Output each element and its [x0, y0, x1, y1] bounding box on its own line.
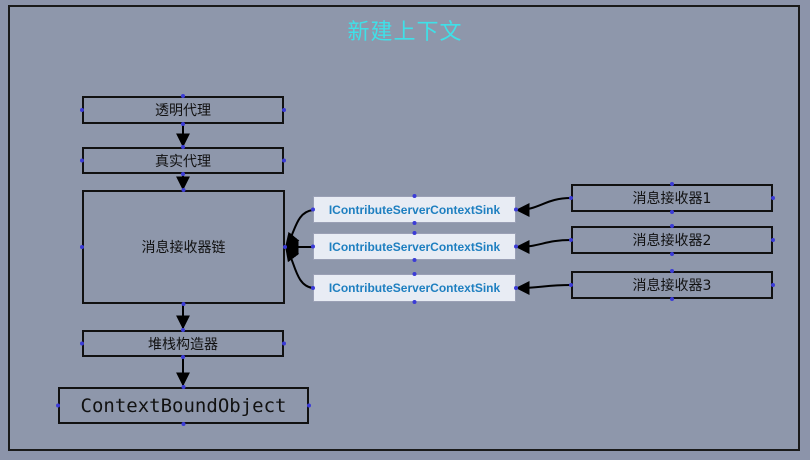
arrow-interface3-to-chain: [285, 246, 314, 289]
real-proxy-node[interactable]: 真实代理: [82, 147, 284, 174]
arrow-sink3-to-interface3: [515, 280, 572, 295]
message-sink-node-2[interactable]: 消息接收器2: [571, 226, 773, 254]
stack-builder-node[interactable]: 堆栈构造器: [82, 330, 284, 357]
diagram-title: 新建上下文: [347, 20, 463, 45]
arrow-sink1-to-interface1: [515, 197, 572, 217]
context-bound-object-node[interactable]: ContextBoundObject: [58, 387, 309, 424]
message-sink-node-1[interactable]: 消息接收器1: [571, 184, 773, 212]
arrow-sink2-to-interface2: [515, 239, 572, 254]
transparent-proxy-node[interactable]: 透明代理: [82, 96, 284, 124]
message-sink-chain-node[interactable]: 消息接收器链: [82, 190, 285, 304]
sink-interface-node-1[interactable]: IContributeServerContextSink: [313, 196, 516, 223]
arrow-interface1-to-chain: [285, 209, 314, 248]
message-sink-node-3[interactable]: 消息接收器3: [571, 271, 773, 299]
sink-interface-node-3[interactable]: IContributeServerContextSink: [313, 274, 516, 302]
context-frame: [8, 5, 800, 451]
sink-interface-node-2[interactable]: IContributeServerContextSink: [313, 233, 516, 260]
